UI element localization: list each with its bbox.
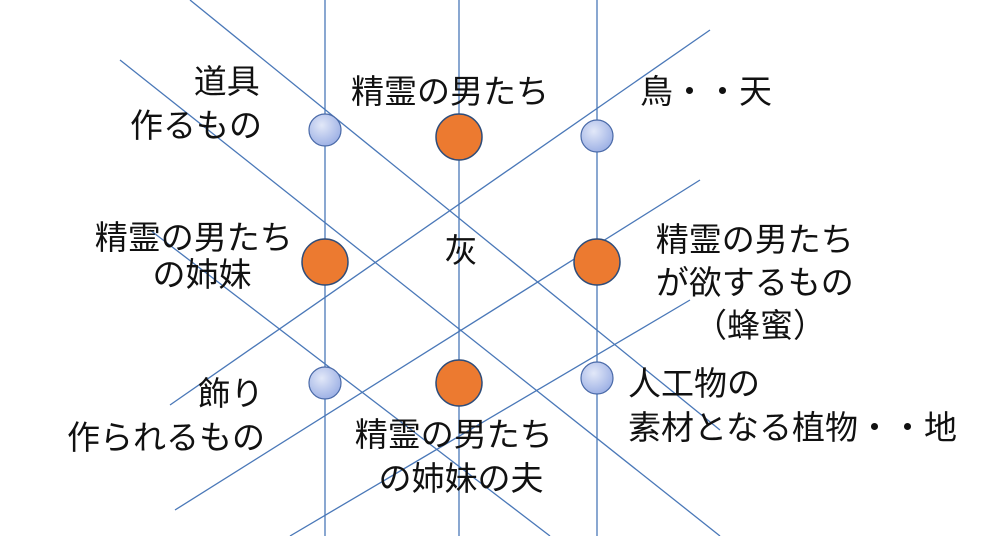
label-bottom-center-line-2: の姉妹の夫 [379, 459, 544, 498]
label-middle-right-line-3: （蜂蜜） [694, 306, 826, 345]
label-bottom-left-line-2: 作られるもの [67, 418, 265, 457]
label-bottom-right-line-2: 素材となる植物・・地 [628, 408, 957, 447]
label-middle-right: 精霊の男たち が欲するもの （蜂蜜） [656, 220, 865, 345]
label-top-center-line-1: 精霊の男たち [351, 72, 549, 111]
diagonal-line-down-2 [119, 59, 721, 536]
node-bottom-right [580, 361, 614, 395]
label-bottom-left-line-1: 飾り [198, 374, 264, 413]
node-top-center [435, 113, 483, 161]
label-bottom-center-line-1: 精霊の男たち [355, 415, 553, 454]
label-top-right-line-1: 鳥・・天 [640, 72, 772, 111]
node-top-left [308, 113, 342, 147]
label-bottom-center: 精霊の男たち の姉妹の夫 [355, 415, 564, 498]
diagonal-line-up-1 [169, 29, 711, 406]
label-middle-left-line-2: の姉妹 [153, 255, 252, 294]
diagonal-line-up-3 [289, 299, 691, 536]
label-bottom-left: 飾り 作られるもの [67, 374, 274, 457]
label-middle-right-line-1: 精霊の男たち [656, 220, 854, 259]
node-middle-left [301, 238, 349, 286]
label-center: 灰 [445, 231, 478, 270]
label-middle-left: 精霊の男たち の姉妹 [95, 218, 304, 294]
label-middle-right-line-2: が欲するもの [656, 263, 854, 302]
nodes [301, 113, 621, 407]
label-top-left-line-1: 道具 [194, 62, 260, 101]
node-middle-right [573, 238, 621, 286]
label-top-left-line-2: 作るもの [130, 106, 262, 145]
node-top-right [580, 119, 614, 153]
diagonal-line-down-1 [189, 0, 721, 431]
label-top-right: 鳥・・天 [640, 72, 772, 111]
diagonal-line-down-3 [149, 229, 551, 536]
grid-lines [119, 0, 721, 536]
node-bottom-left [308, 366, 342, 400]
label-bottom-right-line-1: 人工物の [628, 364, 760, 403]
label-center-line-1: 灰 [445, 231, 478, 270]
label-top-left: 道具 作るもの [130, 62, 270, 145]
label-top-center: 精霊の男たち [351, 72, 549, 111]
diagonal-line-up-2 [174, 179, 701, 511]
labels: 道具 作るもの 精霊の男たち 鳥・・天 精霊の男たち の姉妹 灰 精霊の男たち … [67, 62, 957, 498]
node-bottom-center [435, 359, 483, 407]
label-bottom-right: 人工物の 素材となる植物・・地 [628, 364, 957, 447]
label-middle-left-line-1: 精霊の男たち [95, 218, 293, 257]
